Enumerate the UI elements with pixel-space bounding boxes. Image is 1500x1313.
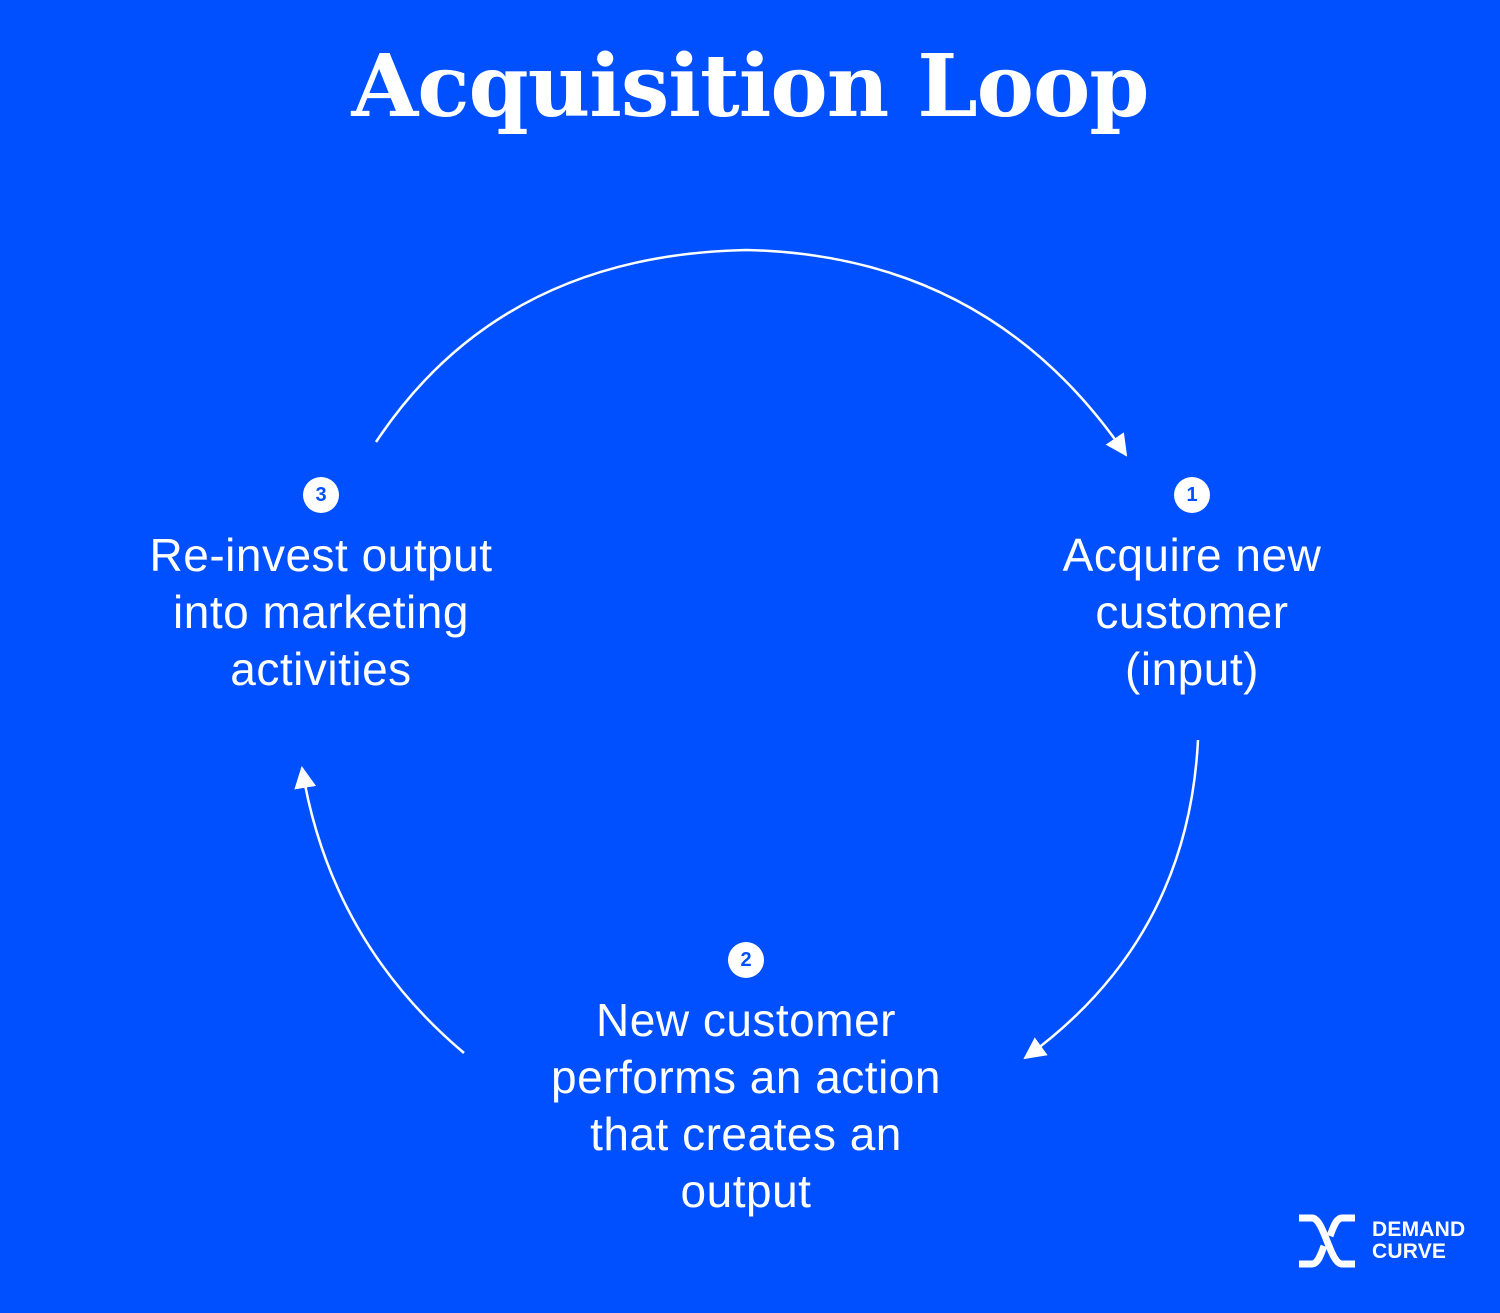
step-label: New customer performs an action that cre… [551, 994, 941, 1217]
step-number-badge: 1 [1174, 477, 1210, 513]
brand-line-1: DEMAND [1372, 1218, 1466, 1241]
step-acquire-customer: 1 Acquire new customer (input) [1010, 477, 1374, 698]
step-number-badge: 2 [728, 942, 764, 978]
arrow-step1-to-step2 [1023, 739, 1200, 1060]
step-customer-action: 2 New customer performs an action that c… [506, 942, 986, 1220]
arrow-step3-to-step1 [374, 248, 1128, 457]
diagram-title: Acquisition Loop [351, 36, 1149, 137]
brand-wordmark: DEMAND CURVE [1372, 1219, 1465, 1263]
step-label: Acquire new customer (input) [1062, 529, 1322, 695]
step-label: Re-invest output into marketing activiti… [149, 529, 493, 695]
demand-curve-logo: DEMAND CURVE [1296, 1214, 1465, 1268]
step-number-badge: 3 [303, 477, 339, 513]
brand-line-2: CURVE [1372, 1240, 1447, 1263]
step-reinvest-output: 3 Re-invest output into marketing activi… [100, 477, 542, 698]
arrow-step2-to-step3 [294, 766, 465, 1054]
demand-curve-logo-icon [1299, 1214, 1355, 1268]
